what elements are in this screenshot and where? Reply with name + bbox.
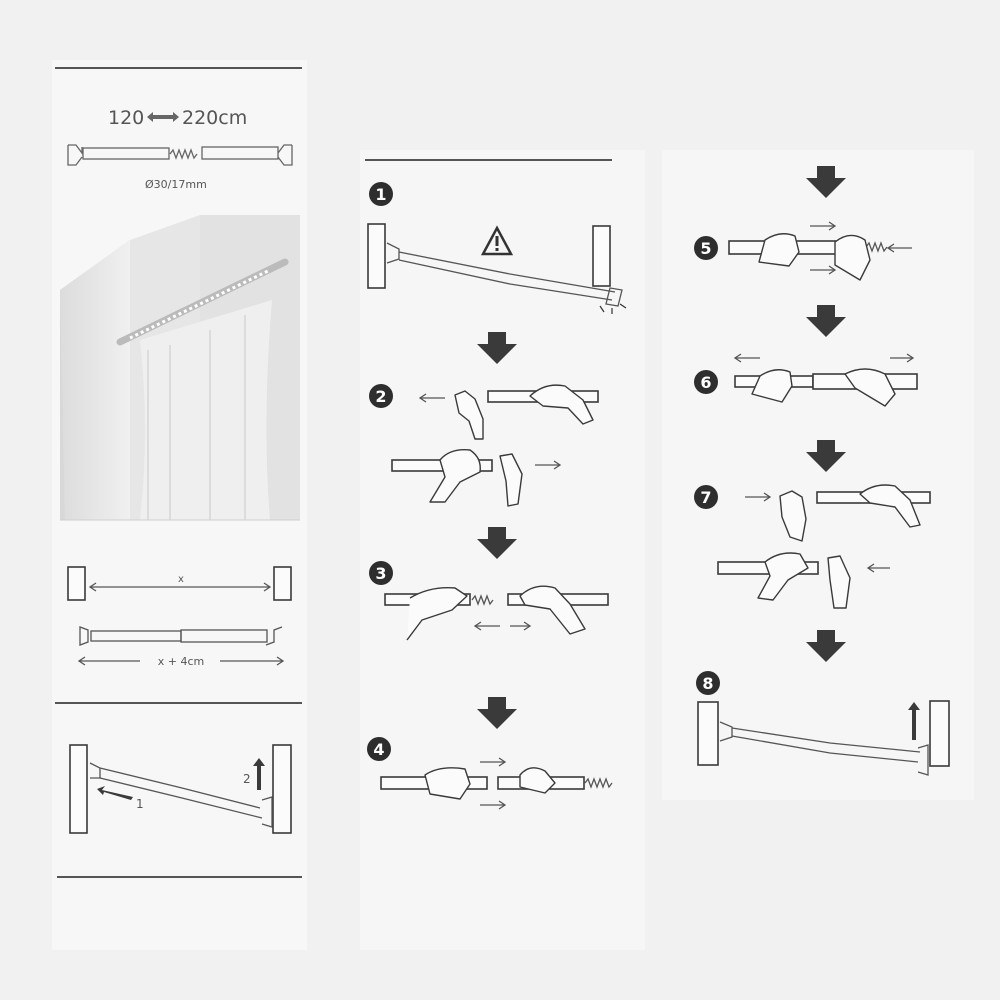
step-5: 5: [694, 221, 912, 281]
rod-length-label: x + 4cm: [158, 655, 204, 668]
step-number: 1: [375, 185, 386, 204]
arrow-up-icon: [908, 702, 920, 740]
step-4: 4: [367, 737, 613, 810]
step-number: 6: [700, 373, 711, 392]
diameter-label: Ø30/17mm: [145, 178, 207, 191]
arrow-left-icon: [418, 393, 445, 403]
step-badge: [369, 182, 393, 206]
install-diagram: 1 2: [69, 744, 292, 834]
step-1: 1: [367, 182, 627, 314]
step-7: 7: [694, 484, 931, 609]
step-6: 6: [694, 353, 918, 407]
length-min: 120: [108, 107, 144, 129]
step-number: 2: [375, 387, 386, 406]
double-arrow-icon: [147, 112, 179, 122]
length-max: 220cm: [182, 107, 247, 129]
step-number: 8: [702, 674, 713, 693]
step-number: 4: [373, 740, 384, 759]
step-2: 2: [369, 384, 599, 507]
room-illustration: [60, 215, 300, 521]
measure-diagram: x x + 4cm: [67, 566, 292, 668]
step-number: 3: [375, 564, 386, 583]
step-3: 3: [369, 561, 609, 641]
arrow-up-icon: [253, 758, 265, 790]
step-number: 5: [700, 239, 711, 258]
arrow-icon: [97, 786, 133, 800]
step-8: 8: [696, 671, 950, 776]
install-step-1: 1: [136, 797, 144, 811]
gap-label: x: [178, 574, 184, 585]
rod-spec-diagram: [67, 144, 293, 166]
step-number: 7: [700, 488, 711, 507]
install-step-2: 2: [243, 772, 251, 786]
length-range: 120 220cm: [108, 107, 247, 129]
